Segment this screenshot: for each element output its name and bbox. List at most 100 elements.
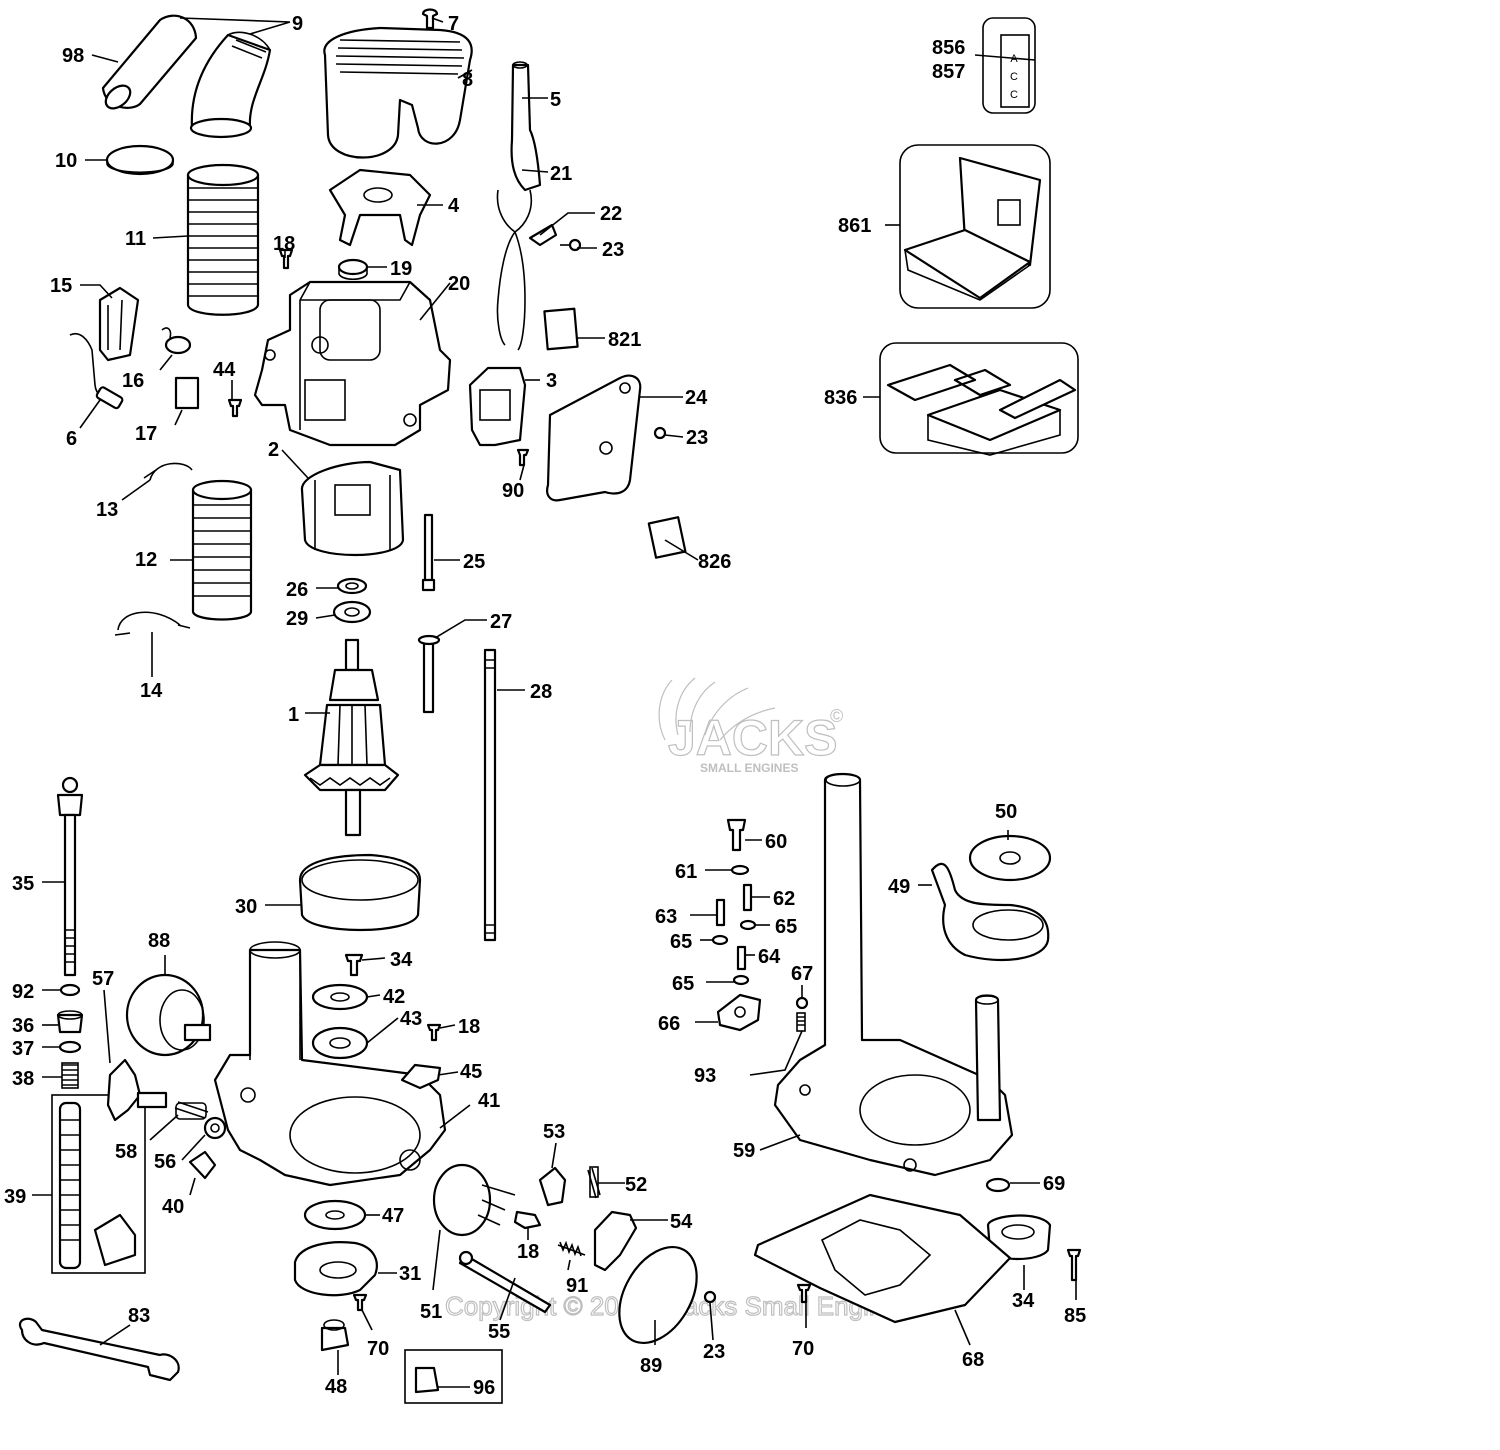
callout-26: 26 <box>286 579 308 601</box>
callout-15: 15 <box>50 275 72 297</box>
callout-43: 43 <box>400 1008 422 1030</box>
callout-9: 9 <box>292 13 303 35</box>
part-48-collet-nut <box>320 1319 350 1352</box>
part-63-setscrew <box>715 898 726 927</box>
callout-56: 56 <box>154 1151 176 1173</box>
part-67-ball <box>795 996 809 1010</box>
part-88-knob <box>125 973 212 1057</box>
callout-17: 17 <box>135 423 157 445</box>
part-34-screw-a <box>344 953 364 977</box>
callout-35: 35 <box>12 873 34 895</box>
part-856-857-label-box: A C C <box>982 17 1036 114</box>
callout-38: 38 <box>12 1068 34 1090</box>
callout-31: 31 <box>399 1263 421 1285</box>
part-65-nut-c <box>732 974 750 986</box>
part-13-clip <box>143 462 193 481</box>
callout-83: 83 <box>128 1305 150 1327</box>
part-98-dust-spout <box>101 14 198 110</box>
part-16-spring <box>161 327 192 355</box>
callout-62: 62 <box>773 888 795 910</box>
callout-22: 22 <box>600 203 622 225</box>
watermark-logo-subtext: SMALL ENGINES <box>700 761 798 775</box>
part-62-setscrew <box>742 883 753 912</box>
callout-96: 96 <box>473 1377 495 1399</box>
part-61-washer <box>730 864 750 876</box>
part-44-screw <box>227 398 243 418</box>
part-70-screw-a <box>352 1293 368 1312</box>
callout-20: 20 <box>448 273 470 295</box>
callout-67: 67 <box>791 963 813 985</box>
callout-14: 14 <box>140 680 163 702</box>
callout-11: 11 <box>125 228 146 250</box>
callout-50: 50 <box>995 801 1017 823</box>
callout-12: 12 <box>135 549 157 571</box>
part-66-adjuster-wheel <box>716 993 762 1032</box>
part-35-depth-rod <box>56 776 84 977</box>
callout-7: 7 <box>448 13 459 35</box>
part-28-rod <box>483 648 497 942</box>
part-51-collet-holder <box>432 1163 516 1237</box>
part-861-case-box <box>899 144 1051 309</box>
part-9-dust-elbow <box>189 31 272 139</box>
callout-54: 54 <box>670 1211 693 1233</box>
callout-36: 36 <box>12 1015 34 1037</box>
part-5-grip <box>510 61 542 192</box>
callout-64: 64 <box>758 946 781 968</box>
callout-28: 28 <box>530 681 552 703</box>
callout-59: 59 <box>733 1140 755 1162</box>
part-4-brush-plate <box>328 168 432 247</box>
part-59-plunge-base <box>773 772 1014 1177</box>
part-17-label <box>174 376 200 410</box>
part-65-nut-a <box>739 919 757 931</box>
part-2-field-coil <box>300 460 405 557</box>
part-23-screw-c <box>703 1290 717 1304</box>
part-18-screw-top <box>278 248 294 270</box>
callout-39: 39 <box>4 1186 26 1208</box>
part-36-bushing <box>56 1010 84 1034</box>
callout-85: 85 <box>1064 1305 1086 1327</box>
callout-63: 63 <box>655 906 677 928</box>
callout-24: 24 <box>685 387 708 409</box>
callout-90: 90 <box>502 480 524 502</box>
part-7-screw <box>421 8 439 30</box>
callout-18-low: 18 <box>517 1241 539 1263</box>
callout-68: 68 <box>962 1349 984 1371</box>
part-26-washer <box>336 577 368 595</box>
part-40-cap <box>188 1150 217 1180</box>
callout-836: 836 <box>824 387 857 409</box>
part-50-plate <box>968 834 1052 882</box>
part-43-bearing <box>311 1026 369 1060</box>
part-25-long-screw <box>421 513 436 592</box>
callout-92: 92 <box>12 981 34 1003</box>
part-1-armature <box>303 638 400 837</box>
part-69-ring <box>985 1177 1011 1193</box>
callout-5: 5 <box>550 89 561 111</box>
part-55-shaft <box>458 1250 552 1314</box>
part-39-kit-box <box>51 1094 146 1274</box>
part-24-switch-cover <box>546 374 642 502</box>
watermark-logo-text: JACKS <box>668 710 837 766</box>
callout-91: 91 <box>566 1275 588 1297</box>
part-31-bottom-plate <box>293 1241 378 1297</box>
jacks-watermark-logo: JACKS SMALL ENGINES © <box>658 677 843 775</box>
part-14-clip <box>114 611 191 636</box>
callout-89: 89 <box>640 1355 662 1377</box>
callout-98: 98 <box>62 45 84 67</box>
callout-2: 2 <box>268 439 279 461</box>
part-21-cord-wires <box>496 189 533 351</box>
part-49-chip-shield <box>930 862 1050 962</box>
acc-letter-c1: C <box>1010 71 1018 83</box>
part-20-motor-housing <box>253 280 452 447</box>
callout-23-mid: 23 <box>686 427 708 449</box>
callout-821: 821 <box>608 329 641 351</box>
callout-41: 41 <box>478 1090 500 1112</box>
part-27-pin <box>417 634 441 714</box>
part-11-bellows-hose <box>186 163 260 316</box>
callout-57: 57 <box>92 968 114 990</box>
callout-66: 66 <box>658 1013 680 1035</box>
callout-1: 1 <box>288 704 299 726</box>
part-8-motor-cap <box>323 26 473 159</box>
part-56-nut <box>203 1116 227 1140</box>
part-68-sub-base <box>753 1193 1012 1324</box>
part-89-disk <box>618 1245 698 1345</box>
